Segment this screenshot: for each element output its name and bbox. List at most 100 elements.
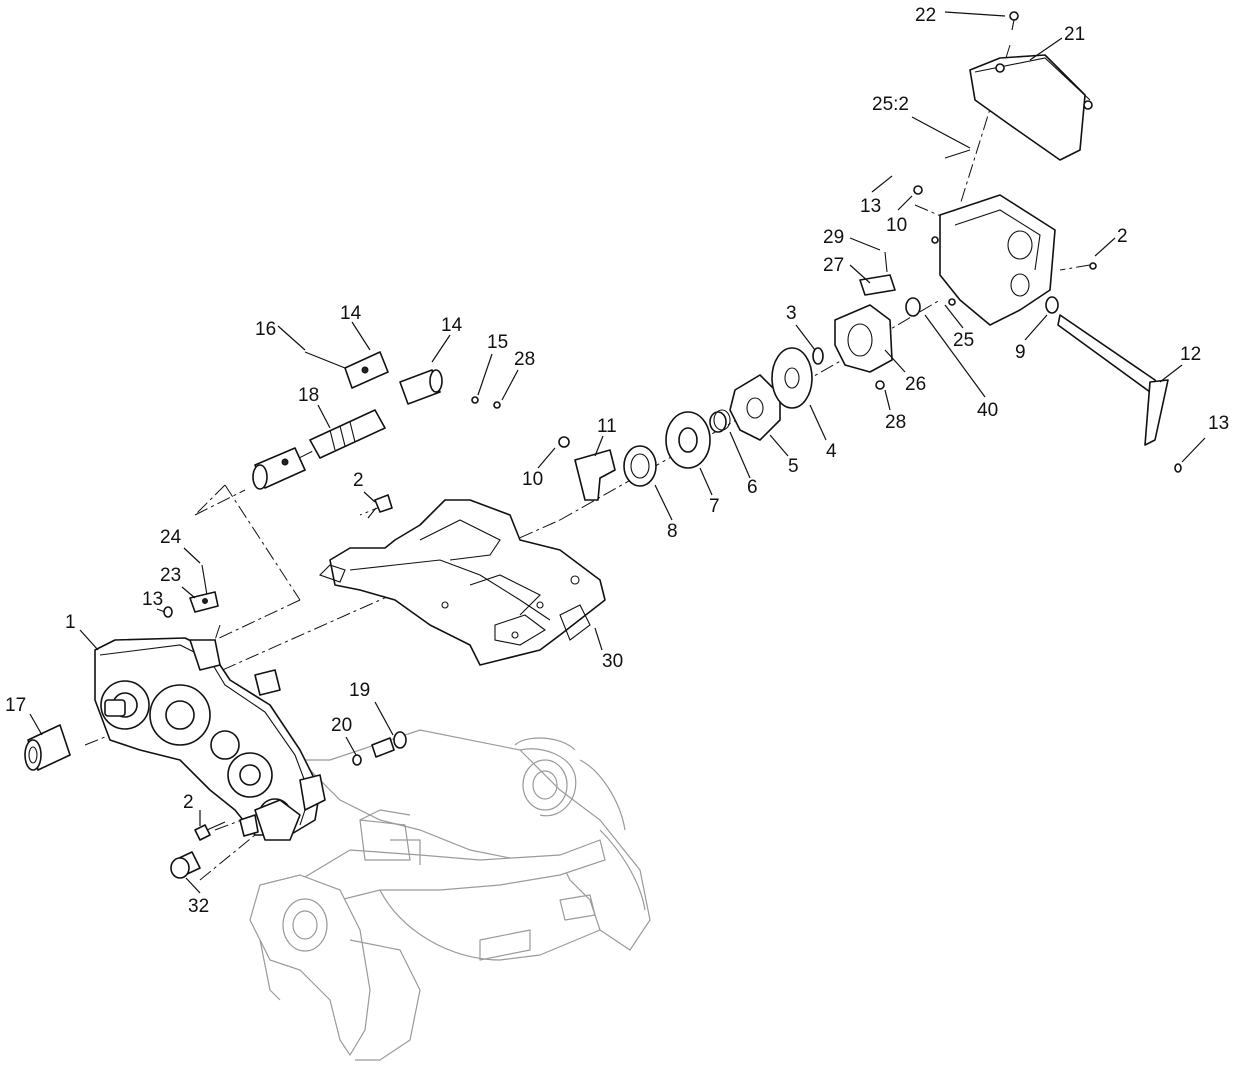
callout-3: 3 [786, 303, 797, 324]
callout-19: 19 [349, 680, 370, 701]
leader-line-1 [944, 11, 1006, 17]
callout-27: 27 [823, 255, 844, 276]
frame-background [249, 729, 651, 1061]
bushing-32 [170, 851, 201, 879]
callout-16: 16 [255, 319, 276, 340]
callout-24: 24 [160, 527, 182, 548]
leader-line-10 [795, 324, 816, 351]
callout-10: 10 [522, 469, 543, 490]
leader-lines [29, 11, 1206, 894]
leader-line-11 [1024, 314, 1048, 341]
callout-20: 20 [331, 715, 352, 736]
housing-25 [913, 185, 1097, 326]
callout-18: 18 [298, 385, 319, 406]
leader-line-36 [29, 713, 43, 736]
fitting-19-20 [352, 731, 407, 766]
callout-2: 2 [353, 470, 364, 491]
leader-line-13 [884, 349, 906, 373]
callout-40: 40 [977, 400, 998, 421]
star-plate-5 [729, 374, 781, 441]
leader-line-28 [501, 369, 519, 401]
leader-line-9 [944, 304, 964, 329]
spring-6 [709, 409, 731, 433]
lever-23-24 [163, 564, 219, 618]
leader-line-14 [924, 314, 986, 398]
callout-10: 10 [886, 215, 907, 236]
pulley-7 [665, 411, 711, 469]
bearing-8 [623, 445, 657, 487]
callout-5: 5 [788, 456, 799, 477]
leader-line-30 [363, 491, 376, 503]
mounting-plate [318, 499, 606, 666]
disc-4 [771, 347, 813, 409]
callout-23: 23 [160, 565, 181, 586]
lever-shaft-12 [1045, 296, 1182, 473]
leader-line-26 [431, 334, 451, 363]
leader-line-8 [849, 264, 871, 284]
leader-line-24 [277, 325, 306, 351]
callout-2: 2 [183, 792, 194, 813]
leader-line-31 [183, 547, 201, 564]
cover-21 [969, 11, 1093, 161]
leader-line-37 [374, 701, 394, 736]
callout-32: 32 [188, 896, 209, 917]
leader-line-27 [477, 353, 493, 396]
leader-line-5 [897, 195, 913, 211]
callout-14: 14 [340, 303, 362, 324]
ring-3 [812, 347, 824, 365]
leader-line-3 [911, 116, 971, 149]
callout-1: 1 [65, 612, 76, 633]
shift-fork-11 [558, 436, 616, 501]
shaft-18 [252, 409, 386, 490]
leader-line-6 [849, 237, 881, 251]
leader-line-19 [729, 431, 751, 479]
link-27 [859, 251, 896, 296]
leader-line-15 [884, 389, 891, 411]
leader-line-21 [654, 484, 673, 521]
gasket-25-2 [944, 149, 971, 159]
bolt-2-mid [367, 494, 393, 519]
callout-15: 15 [487, 332, 508, 353]
leader-line-22 [594, 435, 604, 457]
leader-line-16 [1181, 437, 1206, 463]
callout-11: 11 [597, 416, 617, 437]
leader-line-38 [345, 736, 357, 756]
leader-line-12 [1159, 364, 1183, 383]
leader-line-32 [181, 586, 196, 599]
callout-14: 14 [441, 315, 463, 336]
leader-line-34 [79, 629, 99, 651]
leader-line-23 [537, 447, 556, 469]
callout-28: 28 [885, 412, 906, 433]
callout-22: 22 [915, 5, 936, 26]
callout-30: 30 [602, 651, 623, 672]
leader-line-18 [769, 434, 789, 457]
callout-25-2: 25:2 [872, 94, 909, 115]
callout-6: 6 [747, 477, 758, 498]
leader-line-20 [699, 467, 713, 496]
leader-line-7 [1094, 237, 1116, 257]
callout-13: 13 [1208, 413, 1229, 434]
callout-28: 28 [514, 349, 535, 370]
leader-line-40 [185, 877, 201, 894]
u-joint-14 [304, 351, 501, 409]
cage-26 [834, 304, 893, 390]
leader-line-25 [351, 321, 371, 351]
callout-labels: 22 21 25:2 13 10 29 2 27 25 3 9 12 26 40… [5, 5, 1229, 917]
callout-17: 17 [5, 695, 26, 716]
leader-line-35 [594, 627, 603, 651]
callout-2: 2 [1117, 226, 1128, 247]
callout-26: 26 [905, 374, 926, 395]
callout-4: 4 [826, 441, 837, 462]
callout-8: 8 [667, 521, 678, 542]
coupler-17 [24, 724, 71, 771]
leader-line-17 [809, 404, 827, 441]
callout-12: 12 [1180, 344, 1201, 365]
bolt-2-lower [194, 821, 226, 841]
leader-line-33 [156, 608, 166, 613]
leader-line-29 [317, 404, 331, 429]
callout-25: 25 [953, 330, 974, 351]
callout-29: 29 [823, 227, 844, 248]
callout-21: 21 [1064, 24, 1085, 45]
leader-line-4 [871, 175, 893, 193]
